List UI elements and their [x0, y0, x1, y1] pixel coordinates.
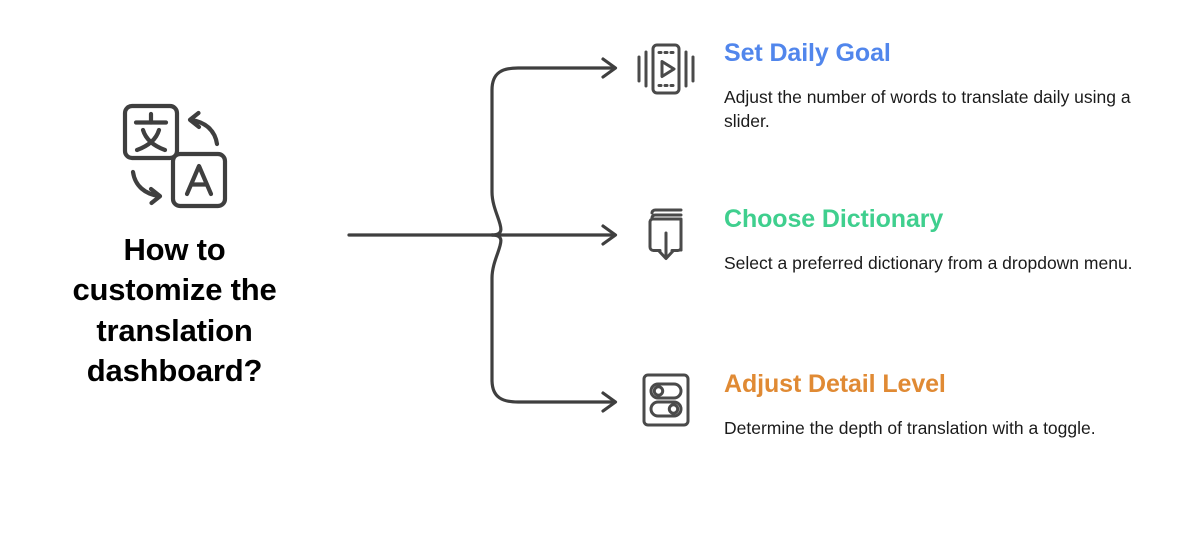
book-download-icon [636, 204, 704, 266]
page-title: How to customize the translation dashboa… [25, 230, 325, 391]
branching-arrow-connector [347, 57, 618, 413]
branch-heading-set-daily-goal: Set Daily Goal [724, 39, 891, 67]
toggle-switches-icon [636, 369, 704, 431]
question-line-3: dashboard? [86, 352, 263, 388]
branch-item-set-daily-goal[interactable]: Set Daily Goal Adjust the number of word… [636, 38, 1181, 134]
branch-description-adjust-detail-level: Determine the depth of translation with … [724, 417, 1096, 438]
video-play-card-icon [636, 38, 704, 100]
translate-icon [119, 100, 231, 212]
branch-item-choose-dictionary[interactable]: Choose Dictionary Select a preferred dic… [636, 204, 1181, 275]
branch-body: Choose Dictionary Select a preferred dic… [704, 204, 1181, 275]
branch-description-set-daily-goal: Adjust the number of words to translate … [724, 86, 1131, 132]
connector-branch-top [490, 66, 614, 237]
question-line-2: translation [96, 312, 253, 348]
connector-branch-bottom [490, 233, 614, 404]
question-block: How to customize the translation dashboa… [0, 100, 349, 440]
arrowhead-top [601, 57, 618, 79]
branch-description-choose-dictionary: Select a preferred dictionary from a dro… [724, 252, 1133, 273]
branch-body: Set Daily Goal Adjust the number of word… [704, 38, 1181, 134]
question-line-0: How to [123, 232, 226, 267]
arrowhead-middle [601, 224, 618, 246]
branch-heading-choose-dictionary: Choose Dictionary [724, 205, 944, 233]
branch-item-adjust-detail-level[interactable]: Adjust Detail Level Determine the depth … [636, 369, 1181, 440]
arrowhead-bottom [601, 391, 618, 413]
branch-body: Adjust Detail Level Determine the depth … [704, 369, 1181, 440]
question-line-1: customize the [72, 272, 277, 308]
branch-heading-adjust-detail-level: Adjust Detail Level [724, 370, 946, 398]
